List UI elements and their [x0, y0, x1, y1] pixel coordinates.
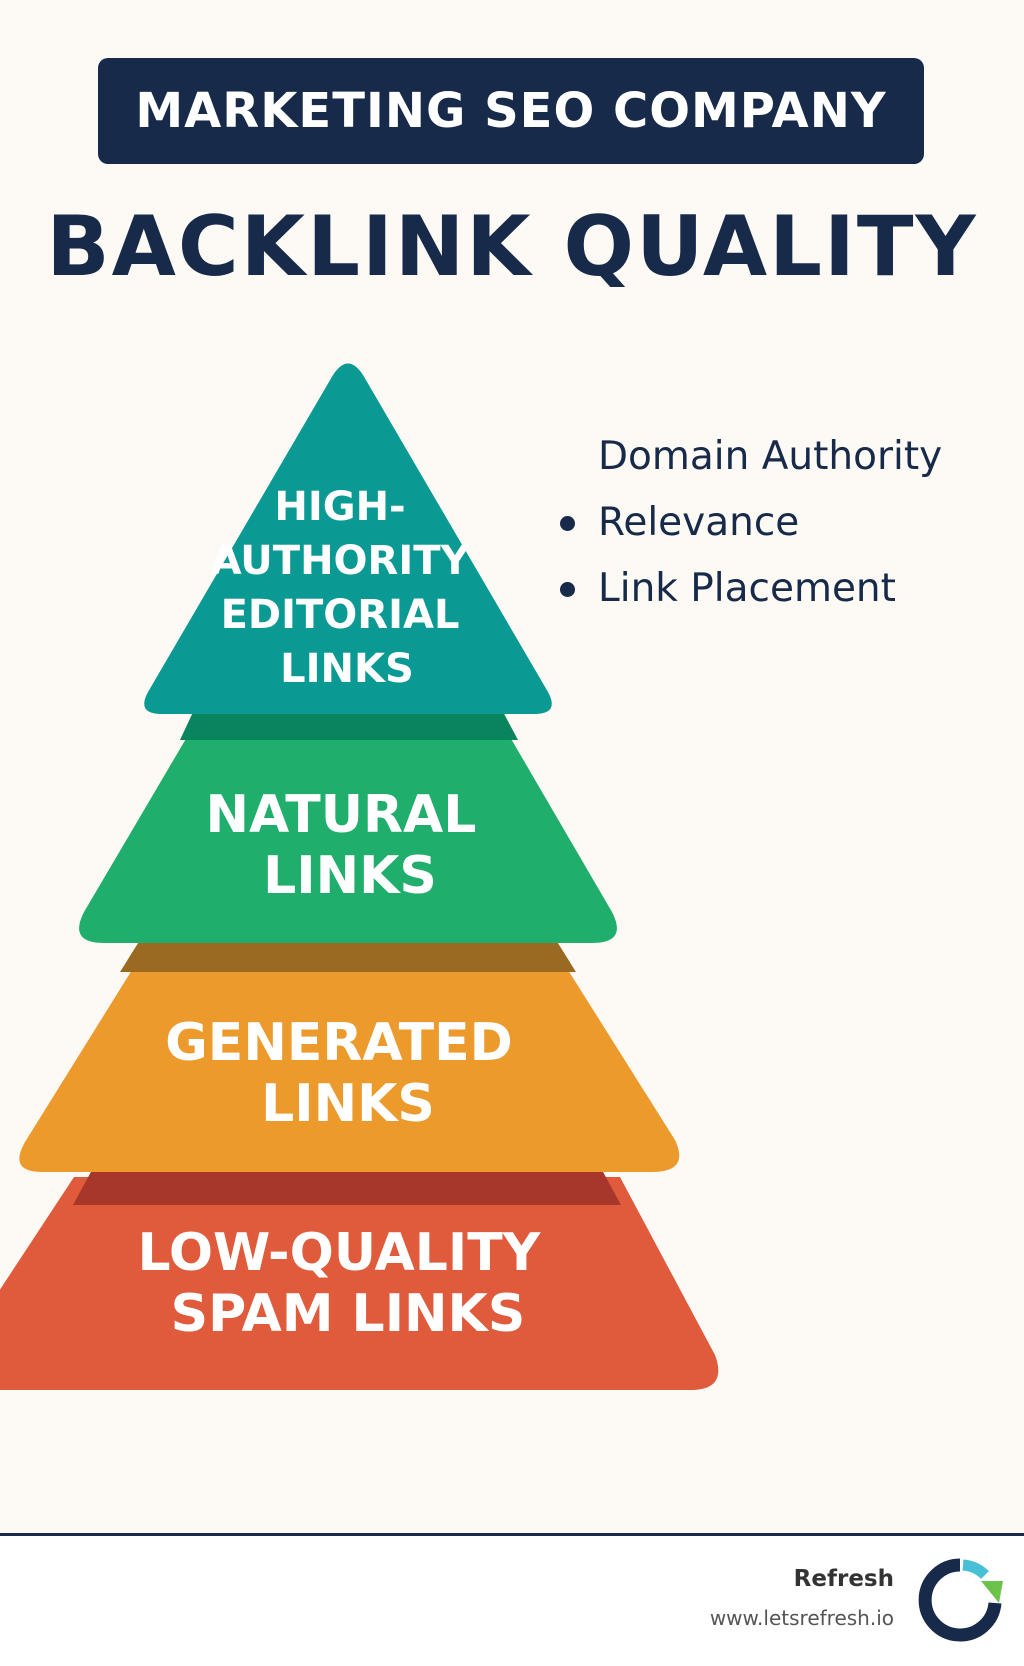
brand-name: Refresh [793, 1566, 894, 1592]
tier-label-line: LINKS [280, 646, 414, 692]
tier-label-line: LOW-QUALITY [138, 1223, 542, 1283]
tier-generated-label: GENERATED LINKS [165, 1013, 531, 1134]
bullet-icon [560, 516, 575, 531]
tier-band-natural [120, 940, 576, 972]
criteria-item: Relevance [550, 490, 1010, 556]
criteria-item-label: Link Placement [598, 566, 896, 611]
logo-main-arc [918, 1558, 1002, 1642]
tier-generated: GENERATED LINKS [19, 970, 680, 1172]
tier-low-quality-shape [0, 1177, 719, 1390]
tier-high-authority-shape [144, 363, 552, 714]
refresh-logo-icon [918, 1558, 1003, 1642]
criteria-item: Link Placement [550, 556, 1010, 622]
brand-url[interactable]: www.letsrefresh.io [709, 1606, 894, 1630]
tier-low-quality-label: LOW-QUALITY SPAM LINKS [138, 1223, 559, 1344]
tier-natural-shape [79, 737, 617, 943]
tier-natural-label: NATURAL LINKS [206, 785, 495, 906]
banner-text: MARKETING SEO COMPANY [135, 83, 887, 139]
footer-divider [0, 1533, 1024, 1536]
tier-natural: NATURAL LINKS [79, 737, 617, 943]
tier-label-line: EDITORIAL [221, 592, 460, 638]
tier-label-line: LINKS [263, 846, 437, 906]
criteria-item-label: Domain Authority [598, 434, 943, 479]
tier-label-line: HIGH- [274, 484, 405, 530]
tier-low-quality: LOW-QUALITY SPAM LINKS [0, 1177, 719, 1390]
logo-top-arc [962, 1559, 989, 1580]
backlink-pyramid: LOW-QUALITY SPAM LINKS GENERATED LINKS N… [0, 363, 719, 1390]
tier-generated-shape [19, 970, 680, 1172]
tier-label-line: AUTHORITY [211, 538, 471, 584]
tier-band-editorial [180, 710, 518, 740]
tier-label-line: LINKS [261, 1074, 435, 1134]
tier-high-authority-label: HIGH- AUTHORITY EDITORIAL LINKS [211, 484, 484, 692]
page-title: BACKLINK QUALITY [46, 198, 978, 295]
criteria-item-label: Relevance [598, 500, 800, 545]
header-banner: MARKETING SEO COMPANY [98, 58, 924, 164]
tier-label-line: NATURAL [206, 785, 477, 845]
quality-criteria-list: Domain Authority Relevance Link Placemen… [550, 424, 1010, 622]
logo-arrow [981, 1581, 1003, 1603]
bullet-icon [560, 582, 575, 597]
tier-label-line: SPAM LINKS [171, 1284, 526, 1344]
tier-band-generated [73, 1170, 621, 1205]
criteria-item: Domain Authority [550, 424, 1010, 490]
tier-high-authority: HIGH- AUTHORITY EDITORIAL LINKS [144, 363, 552, 714]
tier-label-line: GENERATED [165, 1013, 513, 1073]
footer [0, 1536, 1024, 1666]
